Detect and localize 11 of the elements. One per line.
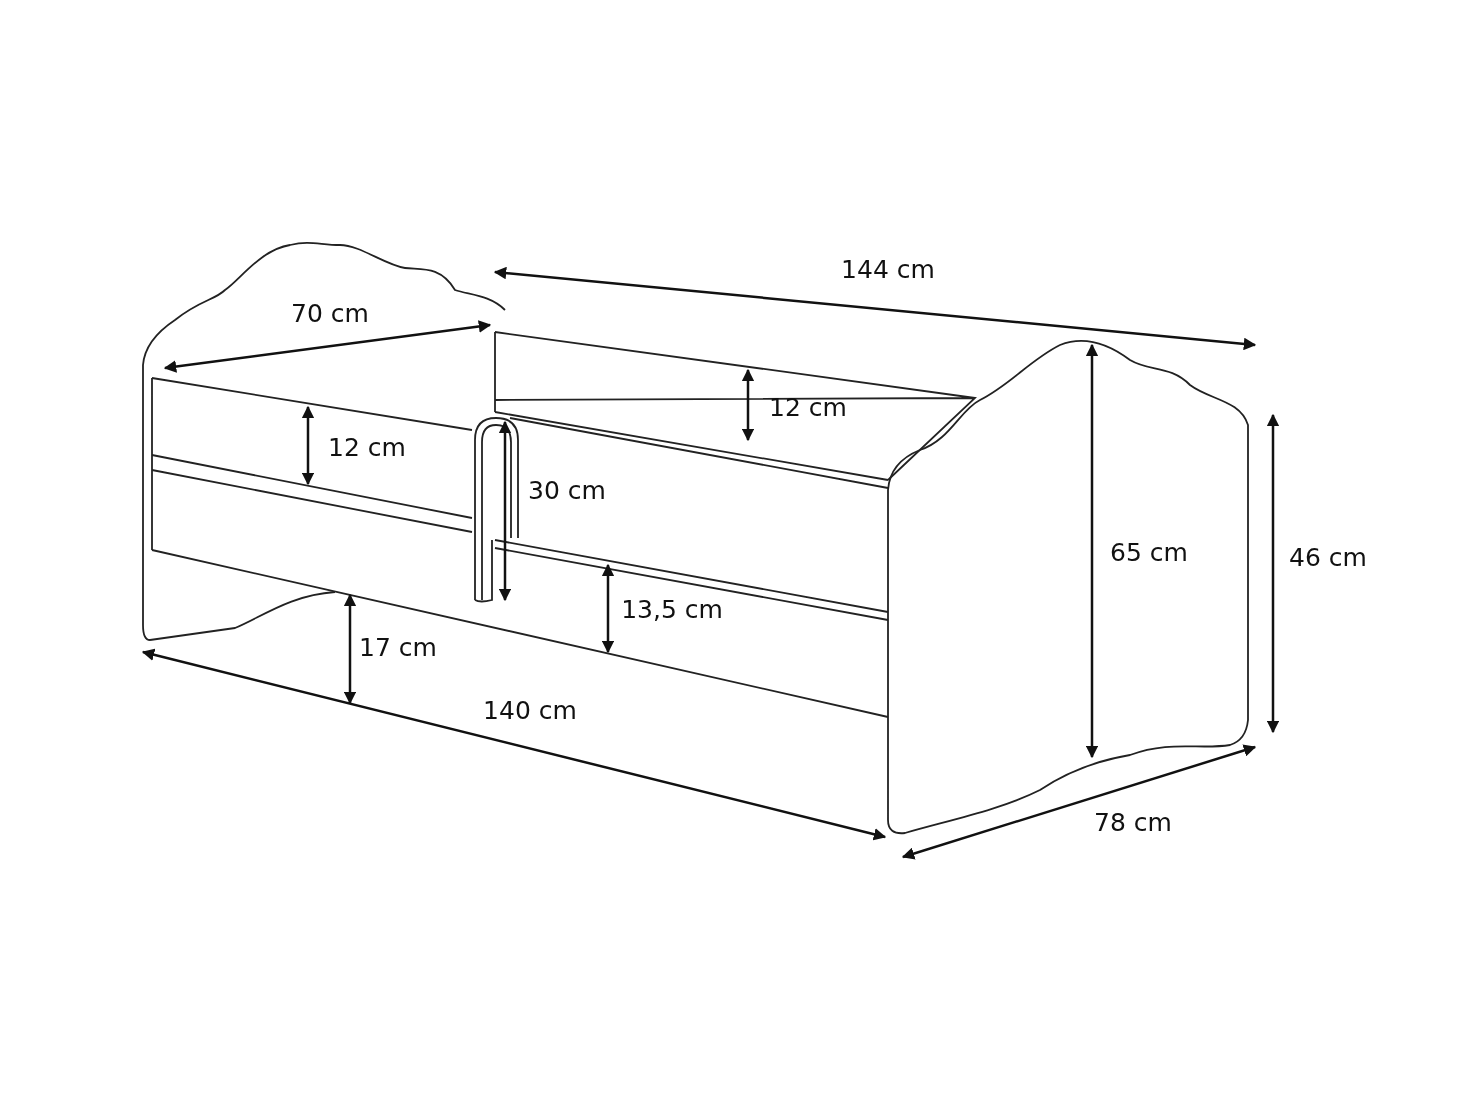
dimension-label: 17 cm [359,634,437,662]
dimension-label: 30 cm [528,477,606,505]
dimension-label: 46 cm [1289,544,1367,572]
dimension-label: 65 cm [1110,539,1188,567]
dimension-label: 78 cm [1094,809,1172,837]
dimension-label: 144 cm [841,256,935,284]
dimension-label: 70 cm [291,300,369,328]
dimension-label: 140 cm [483,697,577,725]
dimension-label: 12 cm [769,394,847,422]
dimension-label: 12 cm [328,434,406,462]
dimension-label: 13,5 cm [621,596,723,624]
